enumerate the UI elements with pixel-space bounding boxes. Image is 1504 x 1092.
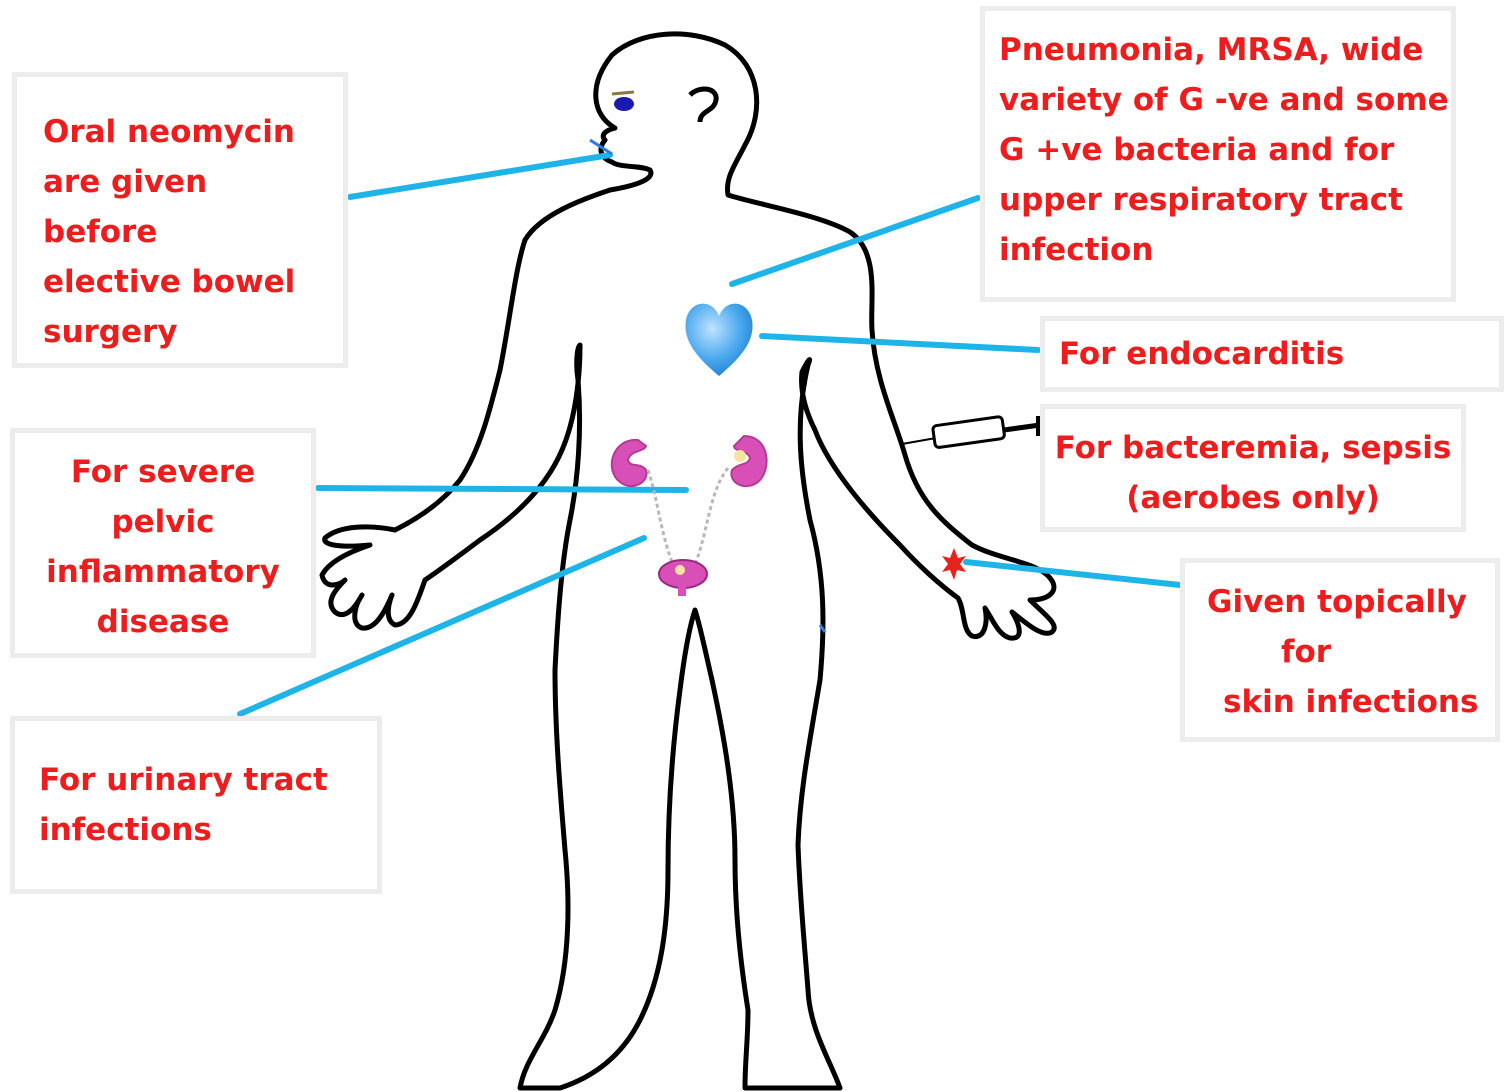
leader-line-pelvic — [318, 488, 686, 490]
label-box-pneumonia: Pneumonia, MRSA, wide variety of G -ve a… — [980, 6, 1456, 302]
kidney-icon — [612, 436, 767, 486]
label-line: disease — [15, 597, 311, 647]
label-box-urinary-tract: For urinary tract infections — [10, 716, 382, 894]
wound-icon — [942, 548, 966, 580]
ureter-lines — [648, 468, 728, 562]
leader-line-oral — [350, 155, 610, 197]
label-line: are given — [43, 157, 343, 207]
label-line: pelvic — [15, 497, 311, 547]
label-line: surgery — [43, 307, 343, 357]
leader-line-skin — [966, 562, 1180, 585]
heart-icon — [685, 304, 752, 376]
label-box-bacteremia: For bacteremia, sepsis (aerobes only) — [1040, 404, 1466, 532]
leader-line-endocarditis — [762, 336, 1038, 350]
label-line: upper respiratory tract — [999, 175, 1451, 225]
label-box-endocarditis: For endocarditis — [1040, 316, 1504, 392]
label-line: elective bowel — [43, 257, 343, 307]
bladder-icon — [659, 560, 707, 596]
label-box-skin-infections: Given topically for skin infections — [1180, 558, 1500, 742]
label-line: (aerobes only) — [1045, 473, 1461, 523]
label-box-pelvic-inflammatory: For severe pelvic inflammatory disease — [10, 428, 316, 658]
label-line: skin infections — [1185, 677, 1495, 727]
label-box-oral-neomycin: Oral neomycin are given before elective … — [12, 72, 348, 368]
leader-line-pneumonia — [732, 198, 978, 284]
label-line: For endocarditis — [1059, 329, 1499, 379]
eye-icon — [612, 92, 634, 111]
label-line: G +ve bacteria and for — [999, 125, 1451, 175]
label-line: Given topically — [1185, 577, 1495, 627]
label-line: for — [1185, 627, 1495, 677]
label-line: For urinary tract — [39, 755, 377, 805]
label-line: before — [43, 207, 343, 257]
label-line: infection — [999, 225, 1451, 275]
ear-shape — [690, 89, 716, 122]
label-line: For severe — [15, 447, 311, 497]
label-line: infections — [39, 805, 377, 855]
label-line: variety of G -ve and some — [999, 75, 1451, 125]
syringe-icon — [902, 416, 1042, 448]
label-line: inflammatory — [15, 547, 311, 597]
label-line: Oral neomycin — [43, 107, 343, 157]
label-line: For bacteremia, sepsis — [1045, 423, 1461, 473]
label-line: Pneumonia, MRSA, wide — [999, 25, 1451, 75]
